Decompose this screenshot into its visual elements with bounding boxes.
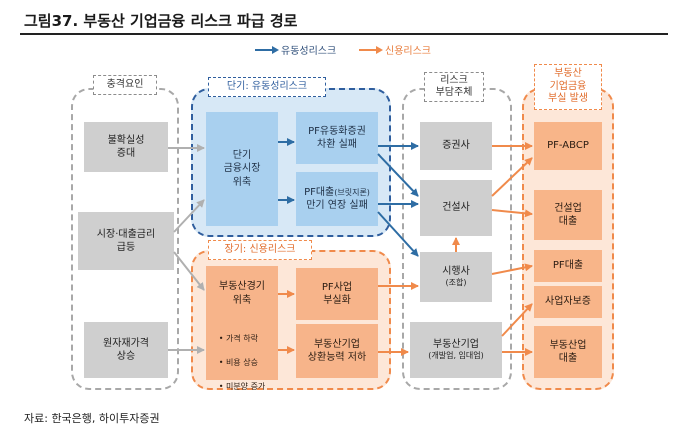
short-term-header: 단기: 유동성리스크 xyxy=(208,77,326,97)
bearer-construction: 건설사 xyxy=(420,180,492,236)
bullet-price-drop: • 가격 하락 xyxy=(218,334,258,343)
arrow-rate-to-market xyxy=(173,199,205,233)
short-term-market-contraction: 단기 금융시장 위축 xyxy=(206,112,278,226)
shock-header: 충격요인 xyxy=(93,75,157,95)
arrow-trustee-to-pf-loan xyxy=(491,263,533,275)
long-term-header: 장기: 신용리스크 xyxy=(208,240,312,260)
outcome-pf-abcp: PF-ABCP xyxy=(534,122,602,170)
blue-arrow-icon xyxy=(255,45,279,54)
outcome-business-guarantee: 사업자보증 xyxy=(534,286,602,318)
bearer-developer-sub: (개발업, 임대업) xyxy=(428,351,484,361)
orange-arrow-icon xyxy=(359,45,383,54)
shock-material-cost: 원자재가격 상승 xyxy=(84,322,168,378)
pf-project-insolvency: PF사업 부실화 xyxy=(296,268,378,320)
bearer-developer-label: 부동산기업 xyxy=(433,338,479,350)
bullet-cost-rise: • 비용 상승 xyxy=(218,358,258,367)
legend-liquidity-label: 유동성리스크 xyxy=(281,46,337,57)
arrow-developer-to-guarantee xyxy=(501,303,533,337)
figure-title: 그림37. 부동산 기업금융 리스크 파급 경로 xyxy=(24,12,298,30)
risk-bearer-header: 리스크 부담주체 xyxy=(424,72,484,102)
outcome-header: 부동산 기업금융 부실 발생 xyxy=(534,64,602,110)
outcome-construction-loan: 건설업 대출 xyxy=(534,190,602,240)
real-estate-downturn-label: 부동산경기 위축 xyxy=(219,281,265,306)
pf-loan-extension-failure: PF대출(브릿지론) 만기 연장 실패 xyxy=(296,172,378,226)
pf-securities-refi-failure: PF유동화증권 차환 실패 xyxy=(296,112,378,164)
downturn-bullets: • 가격 하락 • 비용 상승 • 미분양 증가 xyxy=(219,321,266,405)
bridge-loan-label: (브릿지론) xyxy=(334,187,370,197)
title-divider xyxy=(20,33,668,35)
arrow-construction-to-pf-abcp xyxy=(491,157,533,197)
legend-credit-label: 신용리스크 xyxy=(385,46,431,57)
source-note: 자료: 한국은행, 하이투자증권 xyxy=(24,412,160,425)
arrow-pf-loan-to-trustee xyxy=(377,211,419,257)
outcome-real-estate-loan: 부동산업 대출 xyxy=(534,326,602,378)
shock-rate-surge: 시장·대출금리 급등 xyxy=(78,212,174,270)
bearer-trustee: 시행사 (조합) xyxy=(420,252,492,302)
arrow-pf-refi-to-construction xyxy=(377,153,419,197)
pf-loan-extension-label: 만기 연장 실패 xyxy=(306,200,368,211)
pf-loan-title: PF대출(브릿지론) xyxy=(304,186,370,200)
bullet-unsold-rise: • 미분양 증가 xyxy=(218,382,266,391)
pf-loan-label: PF대출 xyxy=(304,186,335,198)
legend-liquidity: 유동성리스크 xyxy=(255,42,336,57)
shock-uncertainty: 불확실성 증대 xyxy=(84,122,168,172)
outcome-pf-loan: PF대출 xyxy=(534,250,602,282)
arrow-construction-to-construction-loan xyxy=(491,209,533,218)
bearer-trustee-sub: (조합) xyxy=(445,278,467,288)
real-estate-downturn: 부동산경기 위축 • 가격 하락 • 비용 상승 • 미분양 증가 xyxy=(206,266,278,391)
bearer-securities: 증권사 xyxy=(420,122,492,170)
developer-repayment-decline: 부동산기업 상환능력 저하 xyxy=(296,324,378,378)
legend-credit: 신용리스크 xyxy=(359,42,431,57)
bearer-trustee-label: 시행사 xyxy=(442,265,470,277)
bearer-developer: 부동산기업 (개발업, 임대업) xyxy=(410,322,502,378)
arrow-rate-to-downturn xyxy=(173,251,205,291)
